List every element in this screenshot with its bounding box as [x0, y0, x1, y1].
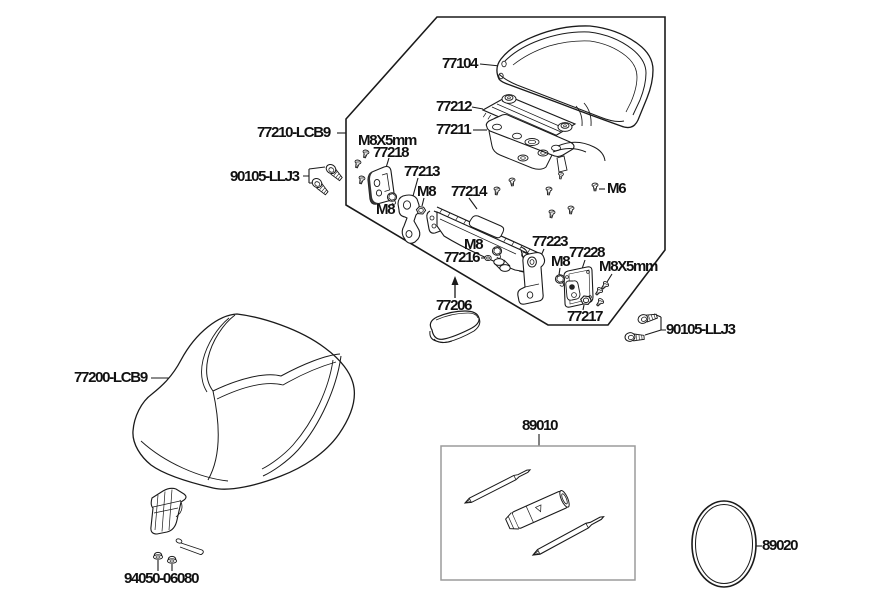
cushion-pad-art [429, 310, 481, 344]
part-label-77200-lcb9: 77200-LCB9 [74, 369, 148, 386]
part-label-90105-right: 90105-LLJ3 [666, 321, 736, 338]
bolt-pair-right-art [623, 309, 659, 344]
part-label-m8x5mm-right: M8X5mm [599, 258, 658, 275]
mount-bracket-art [426, 206, 542, 274]
side-bracket-art [517, 252, 546, 305]
part-label-94050-06080: 94050-06080 [124, 570, 199, 587]
part-label-77206: 77206 [436, 297, 473, 314]
seat-cover-art [132, 313, 356, 490]
part-label-77211: 77211 [436, 121, 472, 138]
part-label-m8-c: M8 [464, 236, 484, 253]
tool-kit-art [440, 445, 636, 581]
part-label-77228: 77228 [569, 244, 606, 261]
o-ring-art [691, 500, 757, 588]
part-label-77214: 77214 [451, 183, 488, 200]
leader-lines [151, 63, 762, 571]
part-label-77218: 77218 [373, 144, 410, 161]
part-label-89010: 89010 [522, 417, 559, 434]
part-label-m6: M6 [607, 180, 627, 197]
part-label-77216: 77216 [444, 249, 481, 266]
backrest-pad-art [496, 25, 654, 129]
part-label-77212: 77212 [436, 98, 473, 115]
part-label-m8-d: M8 [551, 253, 571, 270]
part-label-77210-lcb9: 77210-LCB9 [257, 124, 331, 141]
base-plate-art [485, 113, 606, 180]
part-label-m8x5mm-left: M8X5mm [358, 132, 417, 149]
part-label-m8-a: M8 [417, 183, 437, 200]
part-label-90105-left: 90105-LLJ3 [230, 168, 300, 185]
spacer-art [484, 254, 511, 272]
part-label-m8-b: M8 [376, 201, 396, 218]
part-label-77213: 77213 [404, 163, 441, 180]
cushion-pad-arrow [451, 276, 459, 298]
hinge-94050-art [150, 487, 204, 564]
part-label-77104: 77104 [442, 55, 479, 72]
part-label-77223: 77223 [532, 233, 569, 250]
part-label-77217: 77217 [567, 308, 604, 325]
hinge-bracket-art [397, 194, 421, 244]
bolt-pair-left-art [309, 162, 346, 196]
part-label-89020: 89020 [762, 537, 799, 554]
